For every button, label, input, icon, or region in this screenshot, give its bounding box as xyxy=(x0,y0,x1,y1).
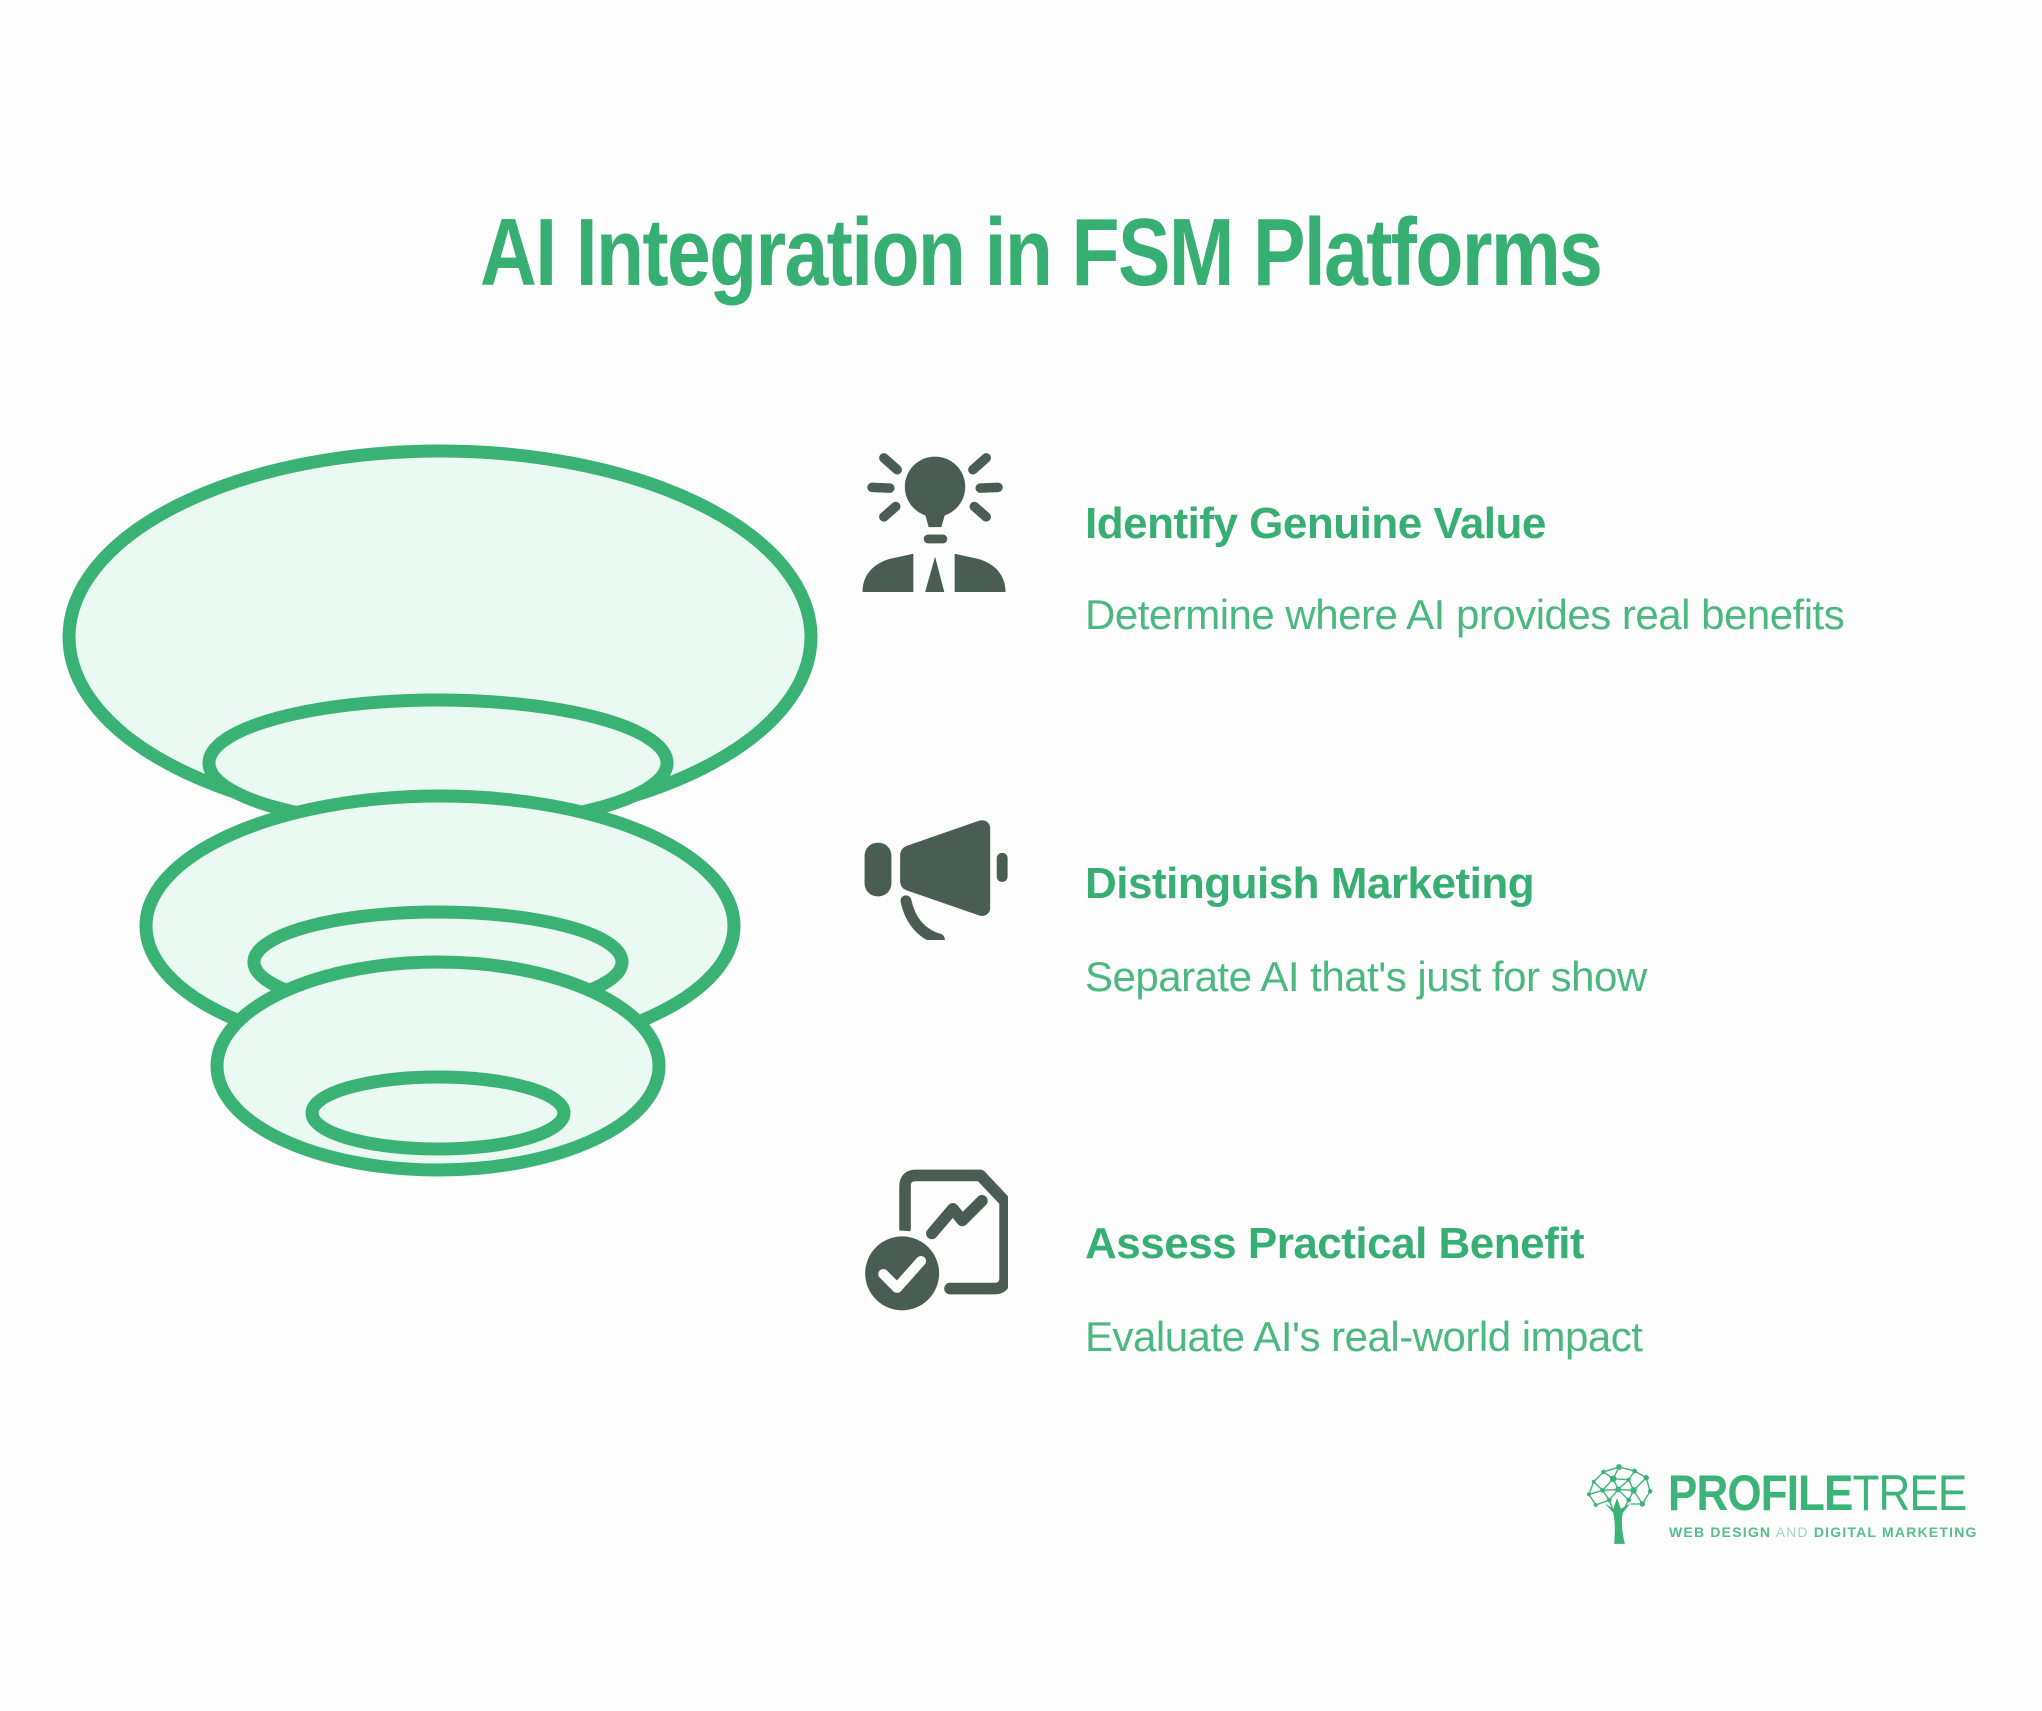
funnel-graphic xyxy=(62,444,818,1177)
item-title: Assess Practical Benefit xyxy=(1085,1219,1585,1268)
doc-check-icon xyxy=(863,1169,1008,1313)
tagline-and: AND xyxy=(1775,1524,1809,1540)
brand-tree: TREE xyxy=(1852,1465,1968,1521)
item-description: Separate AI that's just for show xyxy=(1085,953,1647,1000)
item-title: Identify Genuine Value xyxy=(1085,499,1546,548)
profiletree-logo: PROFILETREE WEB DESIGN AND DIGITAL MARKE… xyxy=(1586,1464,1976,1564)
idea-person-icon xyxy=(862,453,1006,593)
brand-profile: PROFILE xyxy=(1668,1465,1853,1521)
tree-icon xyxy=(1586,1464,1653,1544)
item-description: Determine where AI provides real benefit… xyxy=(1085,591,1845,638)
logo-tagline: WEB DESIGN AND DIGITAL MARKETING xyxy=(1669,1524,1978,1540)
item-description: Evaluate AI's real-world impact xyxy=(1085,1313,1643,1360)
tagline-digital-marketing: DIGITAL MARKETING xyxy=(1813,1524,1978,1540)
funnel-tier-3-lip xyxy=(305,1070,571,1156)
tagline-web-design: WEB DESIGN xyxy=(1669,1524,1772,1540)
page-title: AI Integration in FSM Platforms xyxy=(480,199,1603,306)
item-title: Distinguish Marketing xyxy=(1085,859,1535,908)
brand-name: PROFILETREE xyxy=(1668,1465,1968,1521)
megaphone-icon xyxy=(864,820,1008,940)
